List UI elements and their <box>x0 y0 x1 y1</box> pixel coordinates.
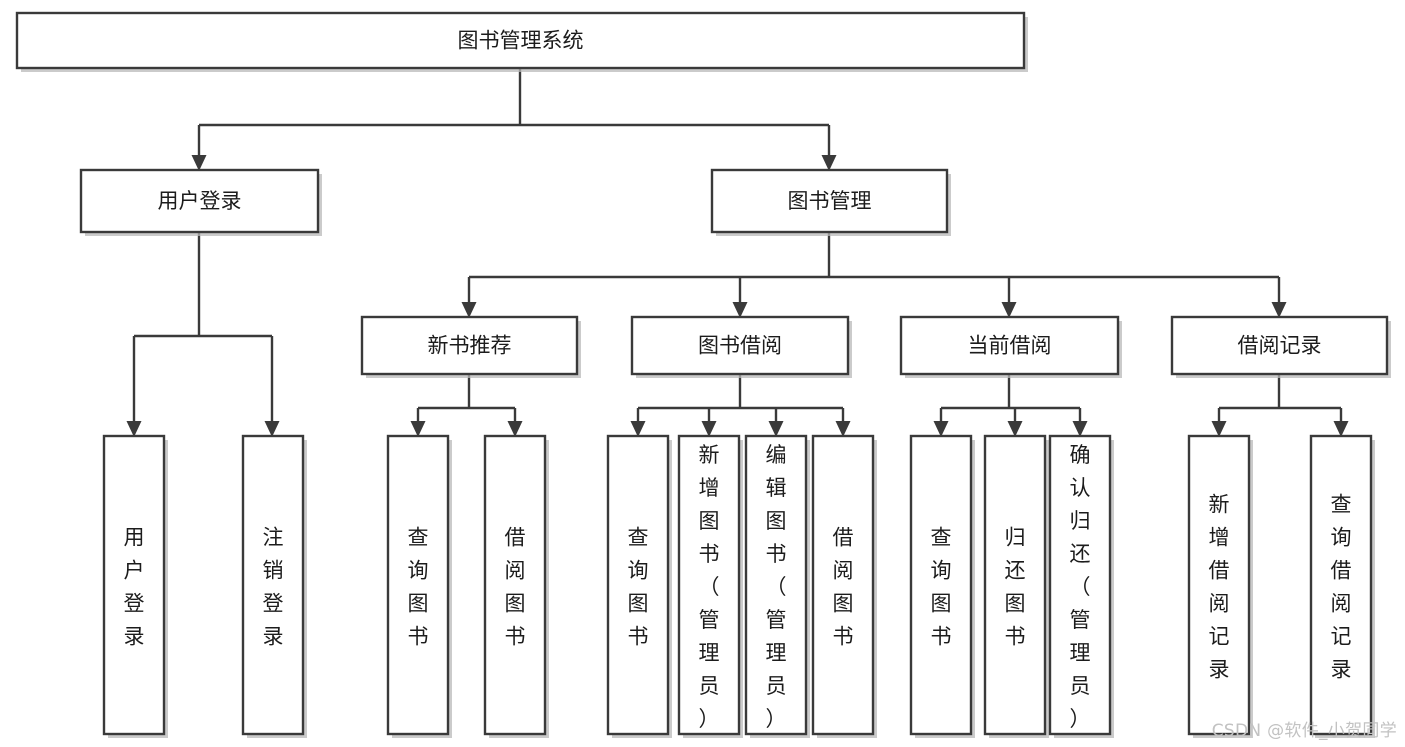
arrow-head-icon <box>1072 421 1088 437</box>
node-box[interactable] <box>102 434 166 736</box>
node-leaf-query-book-3[interactable]: 查询图书 <box>909 434 975 738</box>
node-box[interactable] <box>710 168 949 234</box>
arrow-head-icon <box>630 421 646 437</box>
node-leaf-query-record[interactable]: 查询借阅记录 <box>1309 434 1375 738</box>
node-label: 借阅图书 <box>833 526 854 649</box>
arrow-head-icon <box>1007 421 1023 437</box>
connector-conn-borrow-record-bus <box>1211 374 1349 437</box>
arrow-head-icon <box>461 302 477 318</box>
arrow-head-icon <box>1211 421 1227 437</box>
node-label: 用户登录 <box>158 189 242 213</box>
arrow-head-icon <box>264 421 280 437</box>
node-leaf-query-book-1[interactable]: 查询图书 <box>386 434 452 738</box>
node-leaf-borrow-book-2[interactable]: 借阅图书 <box>811 434 877 738</box>
node-box[interactable] <box>241 434 305 736</box>
node-label: 归还图书 <box>1005 526 1026 649</box>
node-leaf-edit-book[interactable]: 编辑图书（管理员） <box>744 434 810 738</box>
node-label: 注销登录 <box>263 526 284 649</box>
node-leaf-user-logout[interactable]: 注销登录 <box>241 434 307 738</box>
node-label: 新增借阅记录 <box>1209 493 1230 682</box>
csdn-watermark: CSDN @软件_小贺同学 <box>1211 721 1397 741</box>
node-box[interactable] <box>909 434 973 736</box>
node-box[interactable] <box>1309 434 1373 736</box>
arrow-head-icon <box>126 421 142 437</box>
node-box[interactable] <box>677 434 741 736</box>
node-book-borrow[interactable]: 图书借阅 <box>630 315 852 378</box>
connector-conn-current-borrow-bus <box>933 374 1088 437</box>
node-box[interactable] <box>1170 315 1389 376</box>
connector-conn-user-login-bus <box>126 232 280 437</box>
arrow-head-icon <box>191 155 207 171</box>
node-label: 借阅记录 <box>1238 334 1322 358</box>
connector-conn-book-borrow-bus <box>630 374 851 437</box>
node-box[interactable] <box>606 434 670 736</box>
arrow-head-icon <box>701 421 717 437</box>
node-box[interactable] <box>1187 434 1251 736</box>
node-box[interactable] <box>386 434 450 736</box>
node-label: 新书推荐 <box>428 334 512 358</box>
arrow-head-icon <box>933 421 949 437</box>
node-leaf-return-book[interactable]: 归还图书 <box>983 434 1049 738</box>
node-box[interactable] <box>744 434 808 736</box>
node-leaf-add-record[interactable]: 新增借阅记录 <box>1187 434 1253 738</box>
connector-conn-root-bus <box>191 68 837 171</box>
node-leaf-add-book[interactable]: 新增图书（管理员） <box>677 434 743 738</box>
arrow-head-icon <box>410 421 426 437</box>
node-label: 查询图书 <box>931 526 952 649</box>
connector-conn-book-manage-bus <box>461 232 1287 318</box>
node-root[interactable]: 图书管理系统 <box>15 11 1028 72</box>
arrow-head-icon <box>821 155 837 171</box>
node-label: 查询图书 <box>628 526 649 649</box>
node-label: 图书管理 <box>788 189 872 213</box>
node-user-login[interactable]: 用户登录 <box>79 168 322 236</box>
node-box[interactable] <box>79 168 320 234</box>
connector-conn-new-book-rec-bus <box>410 374 523 437</box>
node-new-book-rec[interactable]: 新书推荐 <box>360 315 581 378</box>
node-label: 查询借阅记录 <box>1331 493 1352 682</box>
node-box[interactable] <box>983 434 1047 736</box>
nodes-layer: 图书管理系统用户登录图书管理新书推荐图书借阅当前借阅借阅记录用户登录注销登录查询… <box>15 11 1391 738</box>
arrow-head-icon <box>768 421 784 437</box>
node-label: 新增图书（管理员） <box>699 443 720 731</box>
arrow-head-icon <box>1333 421 1349 437</box>
node-label: 编辑图书（管理员） <box>766 443 787 731</box>
arrow-head-icon <box>1001 302 1017 318</box>
arrow-head-icon <box>835 421 851 437</box>
arrow-head-icon <box>732 302 748 318</box>
node-label: 确认归还（管理员） <box>1070 443 1091 731</box>
node-leaf-borrow-book-1[interactable]: 借阅图书 <box>483 434 549 738</box>
node-box[interactable] <box>483 434 547 736</box>
node-label: 用户登录 <box>124 526 145 649</box>
node-label: 当前借阅 <box>968 334 1052 358</box>
node-current-borrow[interactable]: 当前借阅 <box>899 315 1122 378</box>
node-box[interactable] <box>630 315 850 376</box>
node-label: 查询图书 <box>408 526 429 649</box>
node-leaf-user-login[interactable]: 用户登录 <box>102 434 168 738</box>
node-label: 图书借阅 <box>698 334 782 358</box>
node-box[interactable] <box>360 315 579 376</box>
node-book-manage[interactable]: 图书管理 <box>710 168 951 236</box>
node-leaf-confirm-return[interactable]: 确认归还（管理员） <box>1048 434 1114 738</box>
connectors-layer <box>126 68 1349 437</box>
arrow-head-icon <box>1271 302 1287 318</box>
node-box[interactable] <box>15 11 1026 70</box>
node-borrow-record[interactable]: 借阅记录 <box>1170 315 1391 378</box>
arrow-head-icon <box>507 421 523 437</box>
node-leaf-query-book-2[interactable]: 查询图书 <box>606 434 672 738</box>
node-label: 图书管理系统 <box>458 29 584 53</box>
node-box[interactable] <box>811 434 875 736</box>
node-box[interactable] <box>899 315 1120 376</box>
node-label: 借阅图书 <box>505 526 526 649</box>
node-box[interactable] <box>1048 434 1112 736</box>
